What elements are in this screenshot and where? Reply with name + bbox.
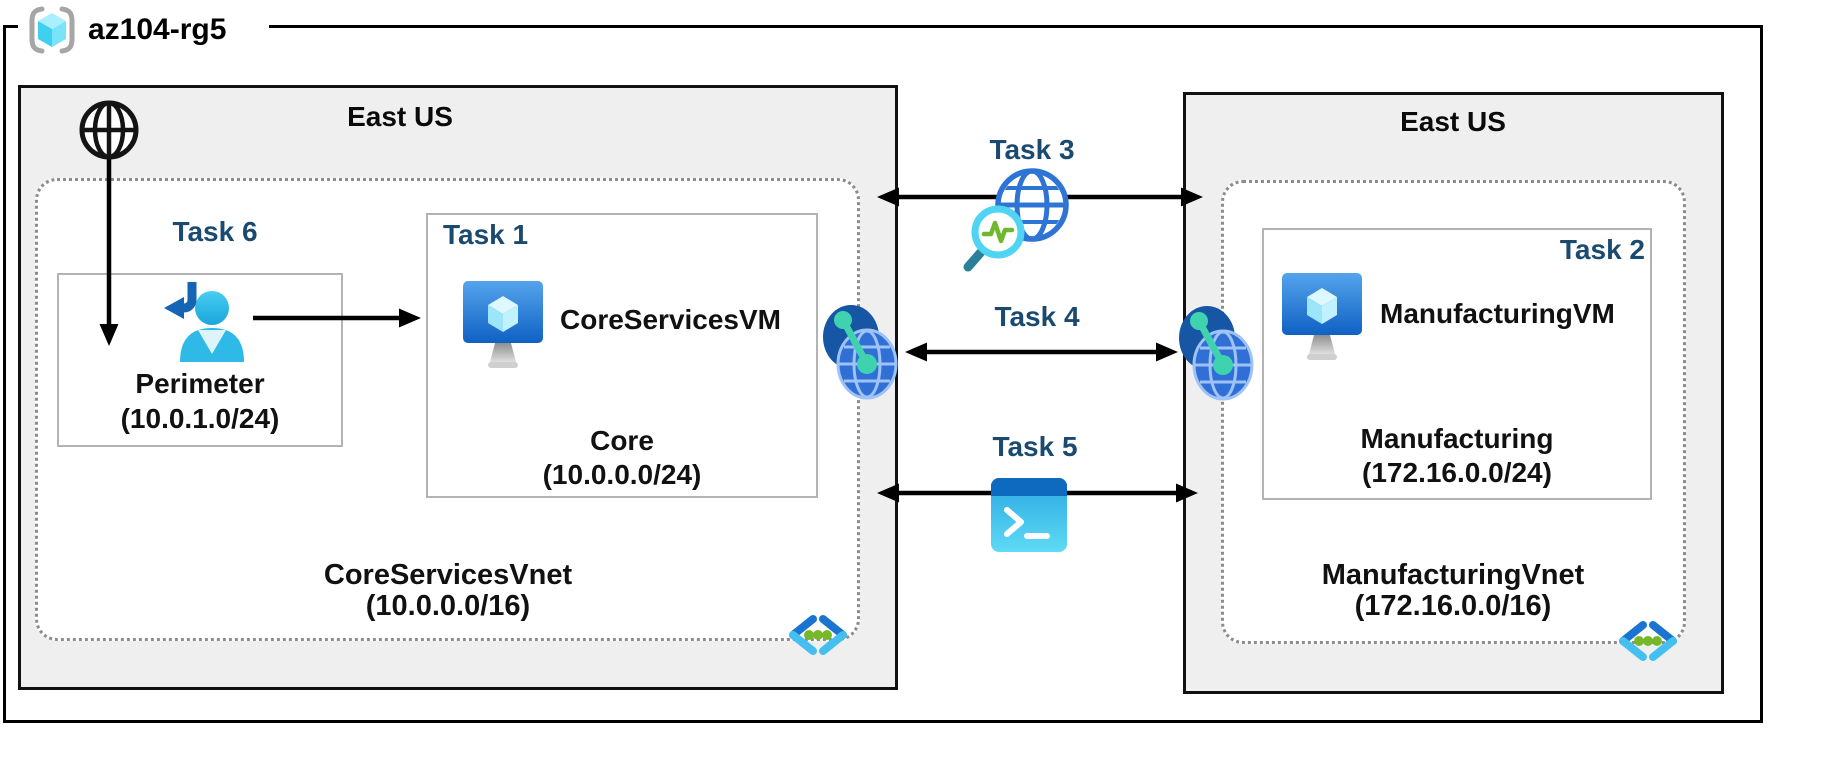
task5-label: Task 5 xyxy=(992,431,1078,462)
vnet-peering-icon xyxy=(823,305,898,400)
task4-label: Task 4 xyxy=(994,301,1080,332)
manufacturing-vnet-cidr: (172.16.0.0/16) xyxy=(1354,590,1552,622)
network-watcher-icon xyxy=(963,168,1069,272)
virtual-machine-icon xyxy=(463,281,543,368)
manufacturing-vnet-name: ManufacturingVnet xyxy=(1321,559,1585,591)
virtual-network-icon xyxy=(1619,621,1677,661)
vnet-peering-icon xyxy=(1179,306,1254,401)
internet-to-perimeter-arrow xyxy=(99,156,119,346)
task2-label: Task 2 xyxy=(1559,234,1645,265)
perimeter-subnet-cidr: (10.0.1.0/24) xyxy=(120,403,280,434)
internet-globe-icon xyxy=(79,100,139,160)
virtual-network-icon xyxy=(789,615,847,655)
task1-label: Task 1 xyxy=(443,219,529,250)
right-region-label: East US xyxy=(1400,106,1506,137)
core-subnet-name: Core xyxy=(590,425,654,456)
core-services-vm-name: CoreServicesVM xyxy=(560,304,782,335)
core-services-vnet-name: CoreServicesVnet xyxy=(323,559,573,591)
cloud-shell-icon xyxy=(991,478,1067,552)
left-region-label: East US xyxy=(347,101,453,132)
manufacturing-subnet-cidr: (172.16.0.0/24) xyxy=(1362,457,1552,488)
perimeter-to-corevm-arrow xyxy=(253,308,421,328)
resource-group-name: az104-rg5 xyxy=(88,13,227,46)
core-services-vnet-cidr: (10.0.0.0/16) xyxy=(365,590,531,622)
core-subnet-box xyxy=(426,213,818,498)
user-signin-icon xyxy=(164,282,244,362)
resource-group-header: az104-rg5 xyxy=(18,0,269,60)
task4-peering-arrow xyxy=(905,342,1178,362)
resource-group-icon xyxy=(29,6,75,54)
task3-label: Task 3 xyxy=(989,134,1075,165)
task6-label: Task 6 xyxy=(172,216,258,247)
manufacturing-subnet-name: Manufacturing xyxy=(1360,423,1554,454)
manufacturing-vm-name: ManufacturingVM xyxy=(1380,298,1615,329)
virtual-machine-icon xyxy=(1282,273,1362,360)
perimeter-subnet-name: Perimeter xyxy=(135,368,265,399)
core-subnet-cidr: (10.0.0.0/24) xyxy=(542,459,702,490)
